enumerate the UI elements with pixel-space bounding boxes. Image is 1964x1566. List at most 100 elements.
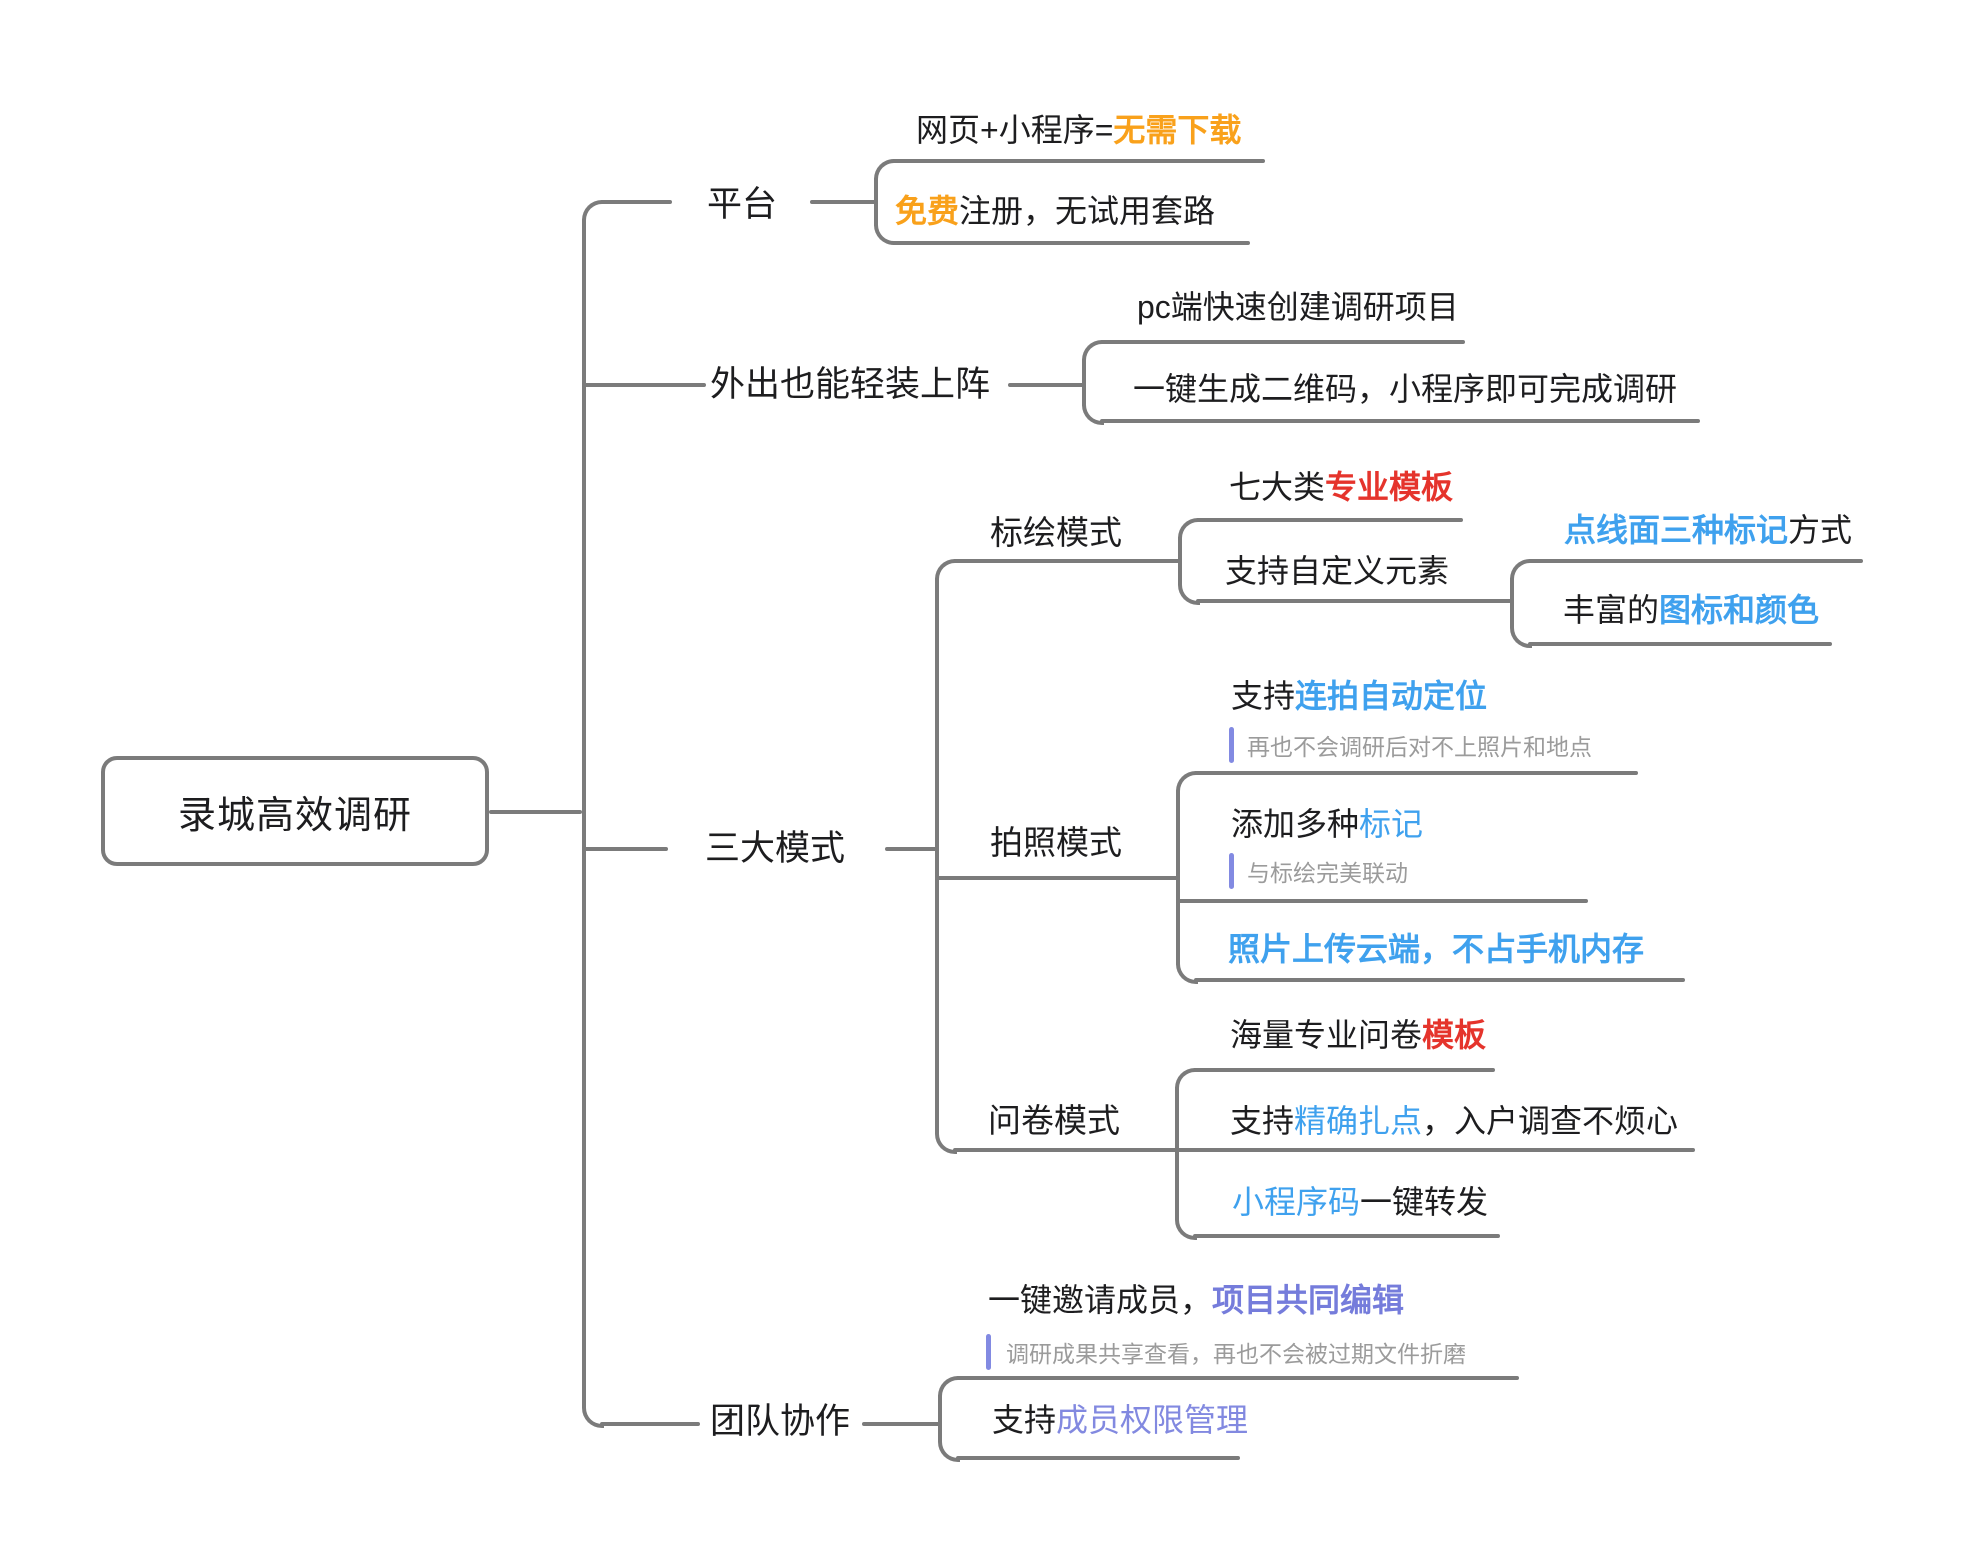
- text-segment: 照片上传云端，不占手机内存: [1228, 931, 1645, 967]
- text-segment: 丰富的: [1563, 592, 1660, 628]
- text-segment: 图标和颜色: [1659, 592, 1820, 628]
- text-segment: 支持: [1230, 1103, 1295, 1139]
- modes-trunk-top-corner: [935, 559, 957, 581]
- outing-line-right: [1008, 383, 1084, 387]
- note-auto-locate: 再也不会调研后对不上照片和地点: [1247, 734, 1592, 760]
- trunk-line: [582, 218, 586, 1408]
- platform-bracket-top-corner: [874, 159, 896, 181]
- topic-invite-members[interactable]: 一键邀请成员，项目共同编辑: [988, 1282, 1404, 1318]
- platform-line-left: [600, 200, 672, 204]
- topic-templates[interactable]: 七大类专业模板: [1229, 469, 1453, 505]
- text-segment: 一键生成二维码，小程序即可完成调研: [1133, 371, 1678, 407]
- elements-bracket-bottom-corner: [1510, 626, 1532, 648]
- note-bar: [1229, 727, 1234, 763]
- survey-bracket-bottom-corner: [1175, 1218, 1197, 1240]
- topic-pc-create[interactable]: pc端快速创建调研项目: [1137, 289, 1459, 325]
- text-segment: 无需下载: [1113, 112, 1242, 148]
- topic-underline: [1100, 340, 1465, 344]
- text-segment: 海量专业问卷: [1230, 1017, 1423, 1053]
- photo-bracket-top-corner: [1176, 771, 1198, 793]
- branch-outing[interactable]: 外出也能轻装上阵: [710, 365, 991, 404]
- draw-underline: [953, 559, 1180, 563]
- note-share-results: 调研成果共享查看，再也不会被过期文件折磨: [1006, 1341, 1466, 1367]
- branch-draw-mode[interactable]: 标绘模式: [990, 514, 1122, 551]
- team-bracket-bottom-corner: [938, 1440, 960, 1462]
- outing-bracket-top-corner: [1082, 340, 1104, 362]
- platform-bracket-line: [874, 177, 878, 227]
- note-add-marks: 与标绘完美联动: [1247, 860, 1408, 886]
- trunk-bottom-corner: [582, 1406, 604, 1428]
- branch-platform[interactable]: 平台: [707, 185, 778, 224]
- draw-bracket-bottom-corner: [1178, 583, 1200, 605]
- note-bar: [986, 1334, 991, 1370]
- photo-bracket-bottom-corner: [1176, 962, 1198, 984]
- outing-bracket-bottom-corner: [1082, 403, 1104, 425]
- topic-free-register[interactable]: 免费注册，无试用套路: [895, 193, 1215, 229]
- topic-add-marks[interactable]: 添加多种标记: [1231, 806, 1423, 842]
- text-segment: 小程序码: [1232, 1184, 1361, 1220]
- topic-mark-types[interactable]: 点线面三种标记方式: [1564, 512, 1852, 548]
- modes-line-left: [582, 847, 668, 851]
- topic-underline: [892, 159, 1265, 163]
- note-bar: [1229, 853, 1234, 889]
- survey-bracket-top-corner: [1175, 1068, 1197, 1090]
- text-segment: pc端快速创建调研项目: [1137, 289, 1459, 325]
- text-segment: 方式: [1788, 512, 1853, 548]
- topic-underline: [892, 241, 1250, 245]
- modes-trunk-bottom-corner: [935, 1132, 957, 1154]
- topic-underline: [1194, 771, 1638, 775]
- text-segment: 支持: [1231, 678, 1296, 714]
- platform-line-right: [810, 200, 878, 204]
- topic-underline: [1193, 1234, 1500, 1238]
- topic-auto-locate[interactable]: 支持连拍自动定位: [1231, 678, 1487, 714]
- branch-survey-mode[interactable]: 问卷模式: [988, 1102, 1120, 1139]
- topic-survey-templates[interactable]: 海量专业问卷模板: [1230, 1017, 1486, 1053]
- topic-underline: [956, 1376, 1519, 1380]
- topic-underline: [1176, 899, 1588, 903]
- photo-bracket-line: [1176, 789, 1180, 966]
- text-segment: 成员权限管理: [1056, 1402, 1249, 1438]
- text-segment: 七大类: [1229, 469, 1326, 505]
- text-segment: 标记: [1359, 806, 1424, 842]
- outing-bracket-line: [1082, 358, 1086, 407]
- topic-precise-points[interactable]: 支持精确扎点，入户调查不烦心: [1230, 1103, 1678, 1139]
- topic-underline: [1194, 978, 1685, 982]
- branch-team[interactable]: 团队协作: [710, 1402, 851, 1441]
- topic-custom-elements[interactable]: 支持自定义元素: [1225, 553, 1449, 589]
- text-segment: ，入户调查不烦心: [1422, 1103, 1679, 1139]
- draw-bracket-line: [1178, 536, 1182, 585]
- team-line-left: [600, 1422, 700, 1426]
- branch-modes[interactable]: 三大模式: [705, 829, 846, 868]
- topic-permission-mgmt[interactable]: 支持成员权限管理: [992, 1402, 1248, 1438]
- text-segment: 免费: [895, 193, 960, 229]
- topic-underline: [956, 1456, 1240, 1460]
- draw-bracket-top-corner: [1178, 518, 1200, 540]
- trunk-top-corner: [582, 200, 604, 222]
- topic-miniprogram-share[interactable]: 小程序码一键转发: [1232, 1184, 1488, 1220]
- topic-web-miniprogram[interactable]: 网页+小程序=无需下载: [916, 112, 1241, 148]
- text-segment: 添加多种: [1231, 806, 1360, 842]
- modes-line-right: [885, 847, 937, 851]
- survey-underline: [953, 1148, 1177, 1152]
- topic-underline: [1196, 518, 1463, 522]
- text-segment: 连拍自动定位: [1295, 678, 1488, 714]
- topic-underline: [1528, 559, 1863, 563]
- team-line-right: [862, 1422, 940, 1426]
- text-segment: 注册，无试用套路: [959, 193, 1216, 229]
- text-segment: 精确扎点: [1294, 1103, 1423, 1139]
- text-segment: 专业模板: [1325, 469, 1454, 505]
- topic-qrcode[interactable]: 一键生成二维码，小程序即可完成调研: [1133, 371, 1677, 407]
- root-topic[interactable]: 录城高效调研: [101, 756, 489, 866]
- platform-bracket-bottom-corner: [874, 223, 896, 245]
- topic-icons-colors[interactable]: 丰富的图标和颜色: [1563, 592, 1819, 628]
- text-segment: 网页+小程序=: [916, 112, 1114, 148]
- team-bracket-top-corner: [938, 1376, 960, 1398]
- outing-line-left: [582, 383, 706, 387]
- text-segment: 一键转发: [1360, 1184, 1489, 1220]
- photo-underline: [935, 876, 1178, 880]
- team-bracket-line: [938, 1394, 942, 1442]
- topic-cloud-upload[interactable]: 照片上传云端，不占手机内存: [1228, 931, 1644, 967]
- branch-photo-mode[interactable]: 拍照模式: [990, 824, 1122, 861]
- text-segment: 支持: [992, 1402, 1057, 1438]
